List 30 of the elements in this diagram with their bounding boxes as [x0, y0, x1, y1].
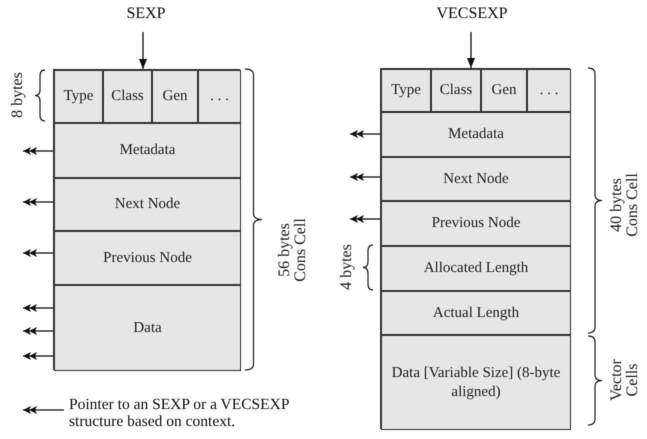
arrow — [139, 32, 147, 69]
memory-field: Previous Node — [54, 231, 241, 285]
legend-text: Pointer to an SEXP or a VECSEXP structure based on context. — [69, 396, 290, 430]
memory-field: Next Node — [381, 157, 571, 201]
struct-name: VECSEXP — [422, 2, 522, 26]
size-label: 8 bytes — [10, 71, 26, 120]
memory-field: Class — [431, 69, 481, 112]
memory-field: Metadata — [381, 112, 571, 157]
memory-field: Data — [54, 285, 241, 371]
memory-field: Type — [381, 69, 431, 112]
memory-field: . . . — [198, 70, 241, 123]
memory-field: . . . — [527, 69, 571, 112]
memory-field: Type — [54, 70, 103, 123]
struct-block — [53, 69, 240, 370]
size-label: 4 bytes — [339, 243, 355, 292]
memory-field: Next Node — [54, 178, 241, 231]
size-label: 40 bytes Cons Cell — [609, 172, 641, 239]
struct-block — [380, 68, 570, 429]
size-label: Vector Cells — [609, 358, 641, 403]
memory-field: Metadata — [54, 123, 241, 178]
memory-field: Actual Length — [381, 291, 571, 335]
memory-field: Gen — [152, 70, 198, 123]
memory-field: Gen — [481, 69, 527, 112]
memory-field: Data [Variable Size] (8-byte aligned) — [381, 335, 571, 430]
struct-name: SEXP — [106, 2, 186, 26]
arrow — [467, 32, 475, 68]
size-label: 56 bytes Cons Cell — [277, 217, 309, 284]
memory-field: Class — [103, 70, 152, 123]
memory-field: Previous Node — [381, 201, 571, 246]
memory-field: Allocated Length — [381, 246, 571, 291]
